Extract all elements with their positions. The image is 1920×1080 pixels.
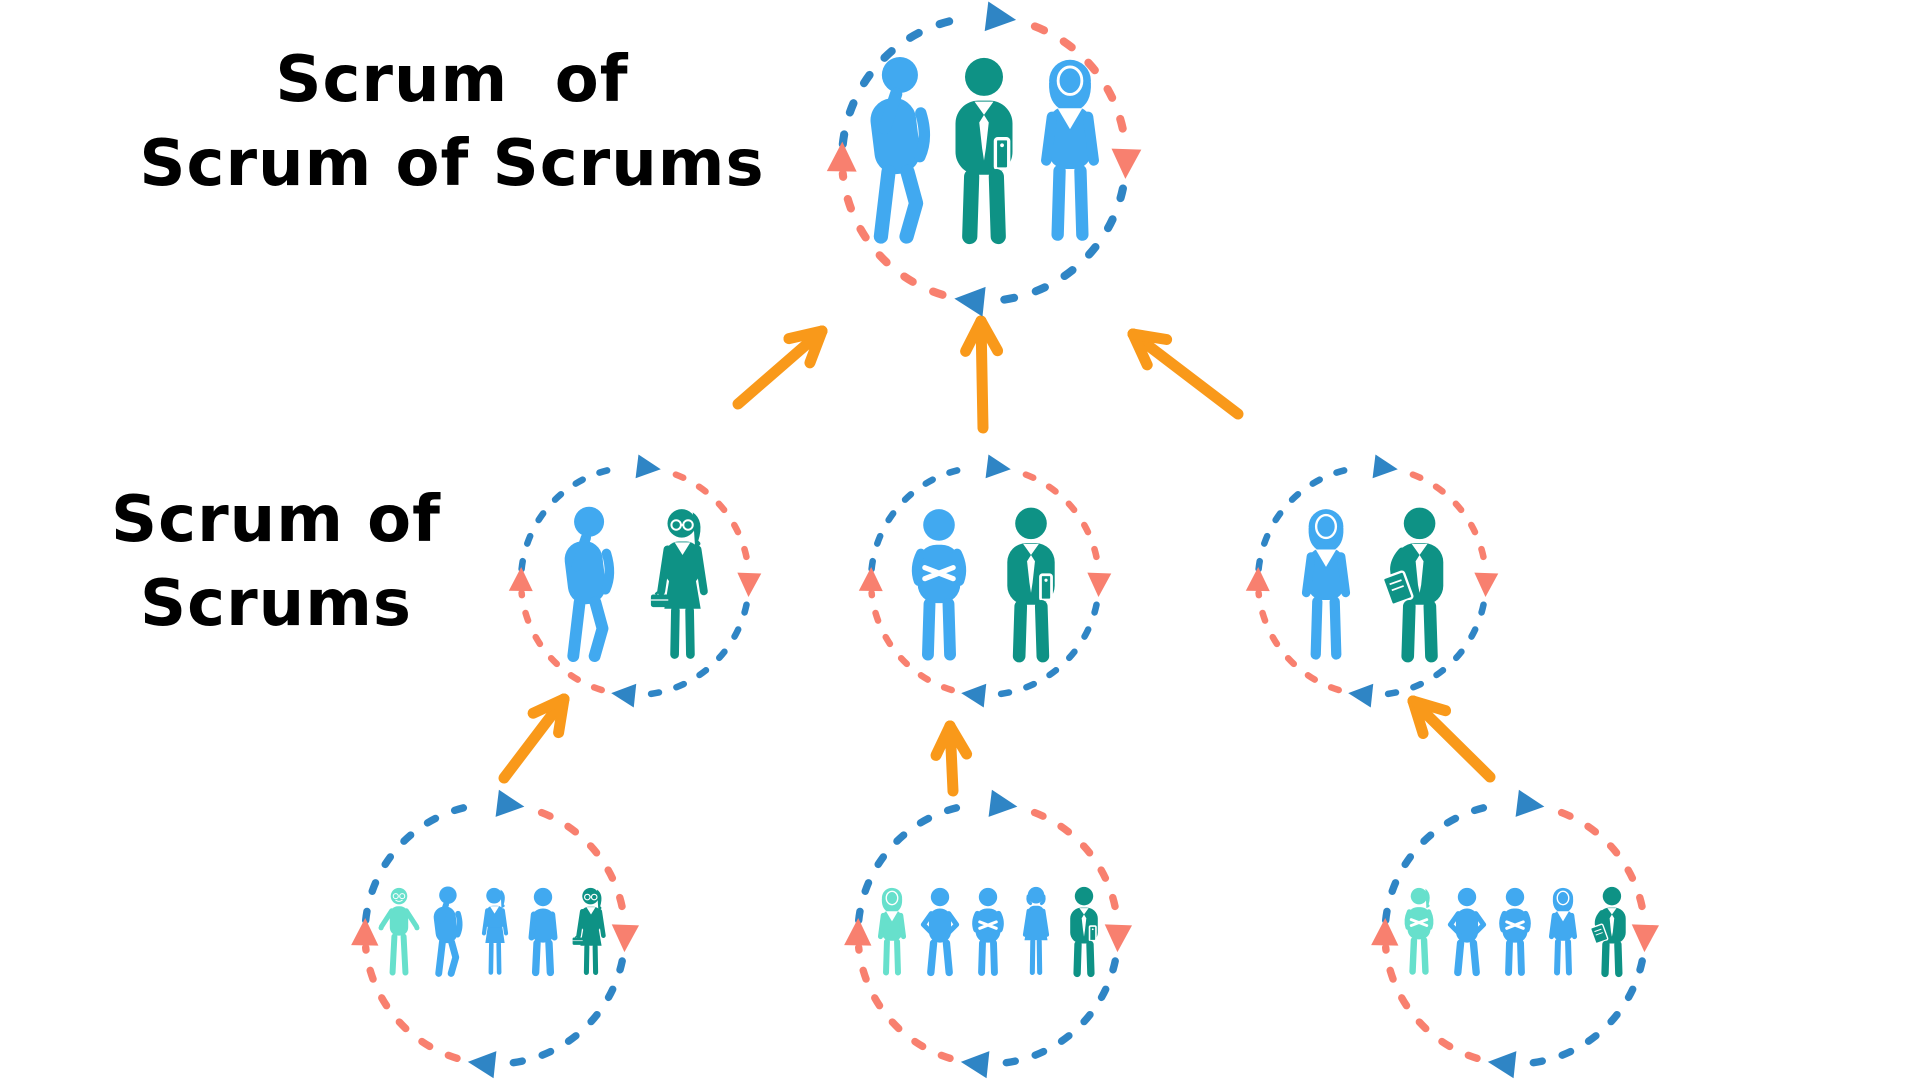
cycle-arc: [1255, 464, 1364, 573]
report-up-arrow-icon: [1127, 328, 1244, 420]
cycle-arc: [1522, 957, 1646, 1068]
cycle-arrowhead-bottom-icon: [954, 286, 986, 317]
cycle-arrowhead-right-icon: [737, 572, 762, 597]
cycle-arc: [868, 589, 955, 694]
hips-man-icon: [923, 888, 956, 973]
cycle-arrowhead-left-icon: [844, 918, 872, 946]
cycle-arrowhead-bottom-icon: [1348, 683, 1374, 708]
cycle-arrowhead-bottom-icon: [960, 1051, 990, 1079]
label-line: Scrums: [140, 567, 412, 642]
scrum-team-right: [1371, 789, 1660, 1079]
cycle-arc: [518, 589, 605, 694]
report-up-arrow-icon: [498, 693, 570, 784]
cycle-arrowhead-right-icon: [1104, 924, 1133, 953]
crossed-arms-man-icon: [975, 888, 1001, 973]
cycle-arrowhead-right-icon: [611, 924, 640, 953]
manager-tie-man-icon: [956, 58, 1013, 237]
thinking-man-icon: [868, 57, 924, 237]
label-scrum-of-scrum-of-scrums: Scrum of Scrum of Scrums: [139, 38, 764, 207]
cycle-arc: [1409, 471, 1489, 569]
cycle-arrowhead-top-icon: [988, 789, 1018, 817]
scrum-of-scrums-left: [508, 454, 762, 708]
report-up-arrow-icon: [930, 720, 973, 797]
label-line: Scrum of: [111, 483, 441, 557]
cycle-arrowhead-left-icon: [1245, 567, 1270, 592]
label-scrum-of-scrums: Scrum of Scrums: [111, 478, 441, 647]
cycle-arc: [1382, 943, 1481, 1062]
cycle-arrowhead-right-icon: [1111, 148, 1142, 179]
cycle-arrowhead-left-icon: [351, 918, 379, 946]
crossed-arms-woman-icon: [1407, 888, 1431, 972]
cycle-arrowhead-bottom-icon: [961, 683, 987, 708]
cycle-arc: [362, 943, 461, 1062]
promotion-arrows-layer: [498, 315, 1496, 797]
scrum-of-scrums-right: [1245, 454, 1499, 708]
thinking-man-icon: [563, 507, 610, 656]
cycle-arc: [855, 801, 979, 925]
cycle-arc: [838, 13, 974, 149]
cycle-arc: [362, 801, 486, 925]
cycle-arc: [995, 957, 1119, 1068]
cycle-arrowhead-right-icon: [1087, 572, 1112, 597]
report-up-arrow-icon: [1407, 695, 1496, 783]
cycle-arc: [1255, 589, 1342, 694]
hijab-woman-icon: [1046, 60, 1094, 235]
cycle-arc: [641, 601, 750, 698]
cycle-arrowhead-left-icon: [858, 567, 883, 592]
ponytail-woman-icon: [484, 888, 506, 973]
cycle-arrowhead-right-icon: [1474, 572, 1499, 597]
cycle-arc: [1382, 801, 1506, 925]
cycle-arrowhead-left-icon: [826, 141, 857, 172]
cycle-arc: [868, 464, 977, 573]
clipboard-man-icon: [1590, 887, 1625, 973]
cycle-arc: [1030, 22, 1129, 144]
label-line: Scrum of: [275, 43, 629, 117]
hijab-woman-icon: [881, 888, 904, 973]
report-up-arrow-icon: [960, 315, 1004, 434]
cycle-arrowhead-bottom-icon: [611, 683, 637, 708]
scrum-of-scrum-of-scrums-team: [826, 1, 1142, 317]
clipboard-man-icon: [1382, 508, 1443, 657]
open-arms-person-icon: [379, 888, 420, 973]
cycle-arrowhead-top-icon: [1515, 789, 1545, 817]
scrum-of-scrums-center: [858, 454, 1112, 708]
glasses-businesswoman-icon: [573, 888, 604, 973]
cycle-arc: [1557, 808, 1648, 920]
cycle-arc: [1022, 471, 1102, 569]
manager-tie-man-icon: [1070, 887, 1098, 973]
cycle-arc: [518, 464, 627, 573]
cycle-arrowhead-right-icon: [1631, 924, 1660, 953]
dress-woman-icon: [1025, 887, 1048, 973]
cycle-arc: [672, 471, 752, 569]
cycle-arc: [855, 943, 954, 1062]
cycle-arrowhead-bottom-icon: [467, 1051, 497, 1079]
cycle-arrowhead-top-icon: [985, 454, 1011, 479]
cycle-arrowhead-top-icon: [1372, 454, 1398, 479]
cycle-arc: [1030, 808, 1121, 920]
cycle-arrowhead-top-icon: [635, 454, 661, 479]
crossed-arms-man-icon: [917, 509, 962, 654]
scrum-team-center: [844, 789, 1133, 1079]
cycle-arrowhead-bottom-icon: [1487, 1051, 1517, 1079]
label-line: Scrum of Scrums: [139, 127, 765, 202]
cycle-arc: [502, 957, 626, 1068]
teams-layer: [351, 1, 1660, 1079]
cycle-arrowhead-left-icon: [508, 567, 533, 592]
cycle-arrowhead-top-icon: [495, 789, 525, 817]
hips-man-icon: [1450, 888, 1483, 973]
hijab-woman-icon: [1552, 888, 1575, 973]
manager-tie-man-icon: [1007, 508, 1054, 657]
glasses-businesswoman-icon: [651, 509, 704, 654]
report-up-arrow-icon: [732, 325, 828, 410]
crossed-arms-man-icon: [1502, 888, 1528, 973]
cycle-arrowhead-top-icon: [984, 1, 1017, 32]
cycle-arc: [537, 808, 628, 920]
cycle-arrowhead-left-icon: [1371, 918, 1399, 946]
thinking-man-icon: [432, 886, 459, 973]
standing-man-icon: [531, 888, 555, 973]
hijab-woman-icon: [1306, 509, 1346, 654]
scrum-team-left: [351, 789, 640, 1079]
